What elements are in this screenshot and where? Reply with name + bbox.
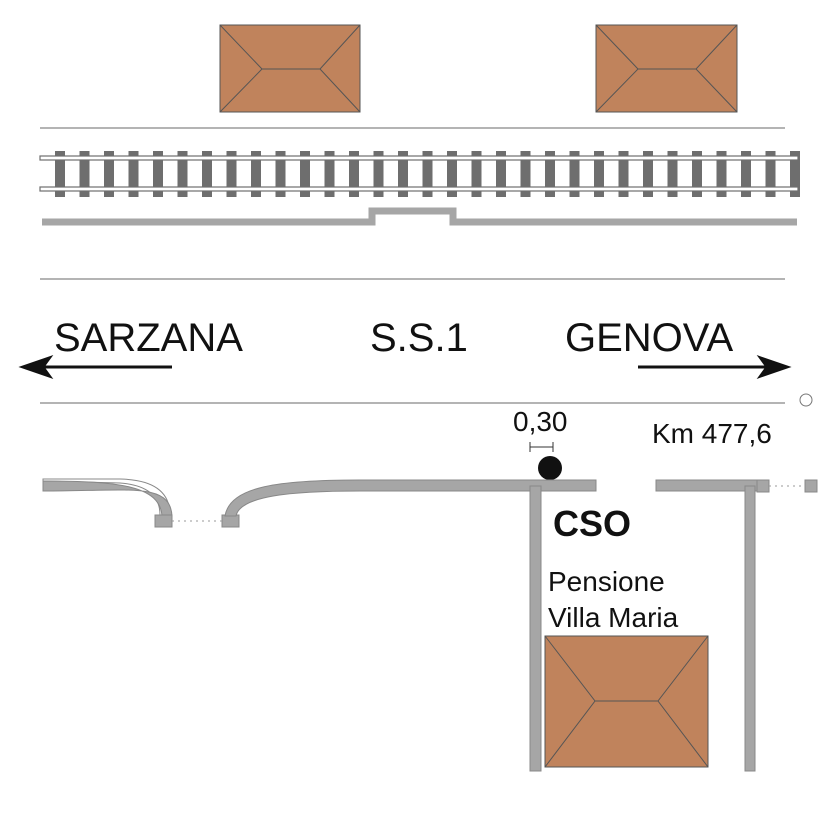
label-km: Km 477,6 [652,418,772,449]
point-marker [538,456,562,480]
label-cso: CSO [553,503,632,544]
railway-tie [300,151,310,197]
platform [42,207,797,226]
railway-tie [55,151,65,197]
railway-tie [569,151,580,197]
arrow-right-icon [638,355,792,379]
side-roads [42,478,818,772]
railway-tie [741,151,751,197]
label-genova: GENOVA [565,316,734,360]
label-sarzana: SARZANA [54,316,243,360]
railway-tie [177,151,188,197]
railway-tie [520,151,531,197]
railway-tie [545,151,555,197]
measure-icon [529,442,554,452]
railway-tie [275,151,286,197]
railway-tie [373,151,384,197]
label-building-1: Pensione [548,566,665,597]
railway-tie [618,151,629,197]
railway-tie [643,151,653,197]
railway-tie [422,151,433,197]
railway-tie [398,151,408,197]
house-top-left [219,24,361,113]
railway-tie [447,151,457,197]
arrow-left-icon [18,355,172,379]
railway-rails [39,155,799,192]
railway-tie [471,151,482,197]
railway-tie [790,151,800,197]
railway-tie [104,151,114,197]
railway-tie [251,151,261,197]
railway-tie [692,151,702,197]
marker-circle-icon [799,393,813,407]
railway-tie [79,151,90,197]
railway-tie [765,151,776,197]
label-building-2: Villa Maria [548,602,679,633]
house-pensione [544,635,709,768]
railway-tie [324,151,335,197]
railway-ties [55,151,800,197]
railway-tie [226,151,237,197]
railway-tie [128,151,139,197]
railway-tie [349,151,359,197]
railway-tie [716,151,727,197]
railway-tie [594,151,604,197]
railway-tie [153,151,163,197]
house-top-right [595,24,738,113]
label-distance: 0,30 [513,406,568,437]
label-road: S.S.1 [370,316,468,360]
railway-tie [202,151,212,197]
railway-tie [496,151,506,197]
railway-tie [667,151,678,197]
